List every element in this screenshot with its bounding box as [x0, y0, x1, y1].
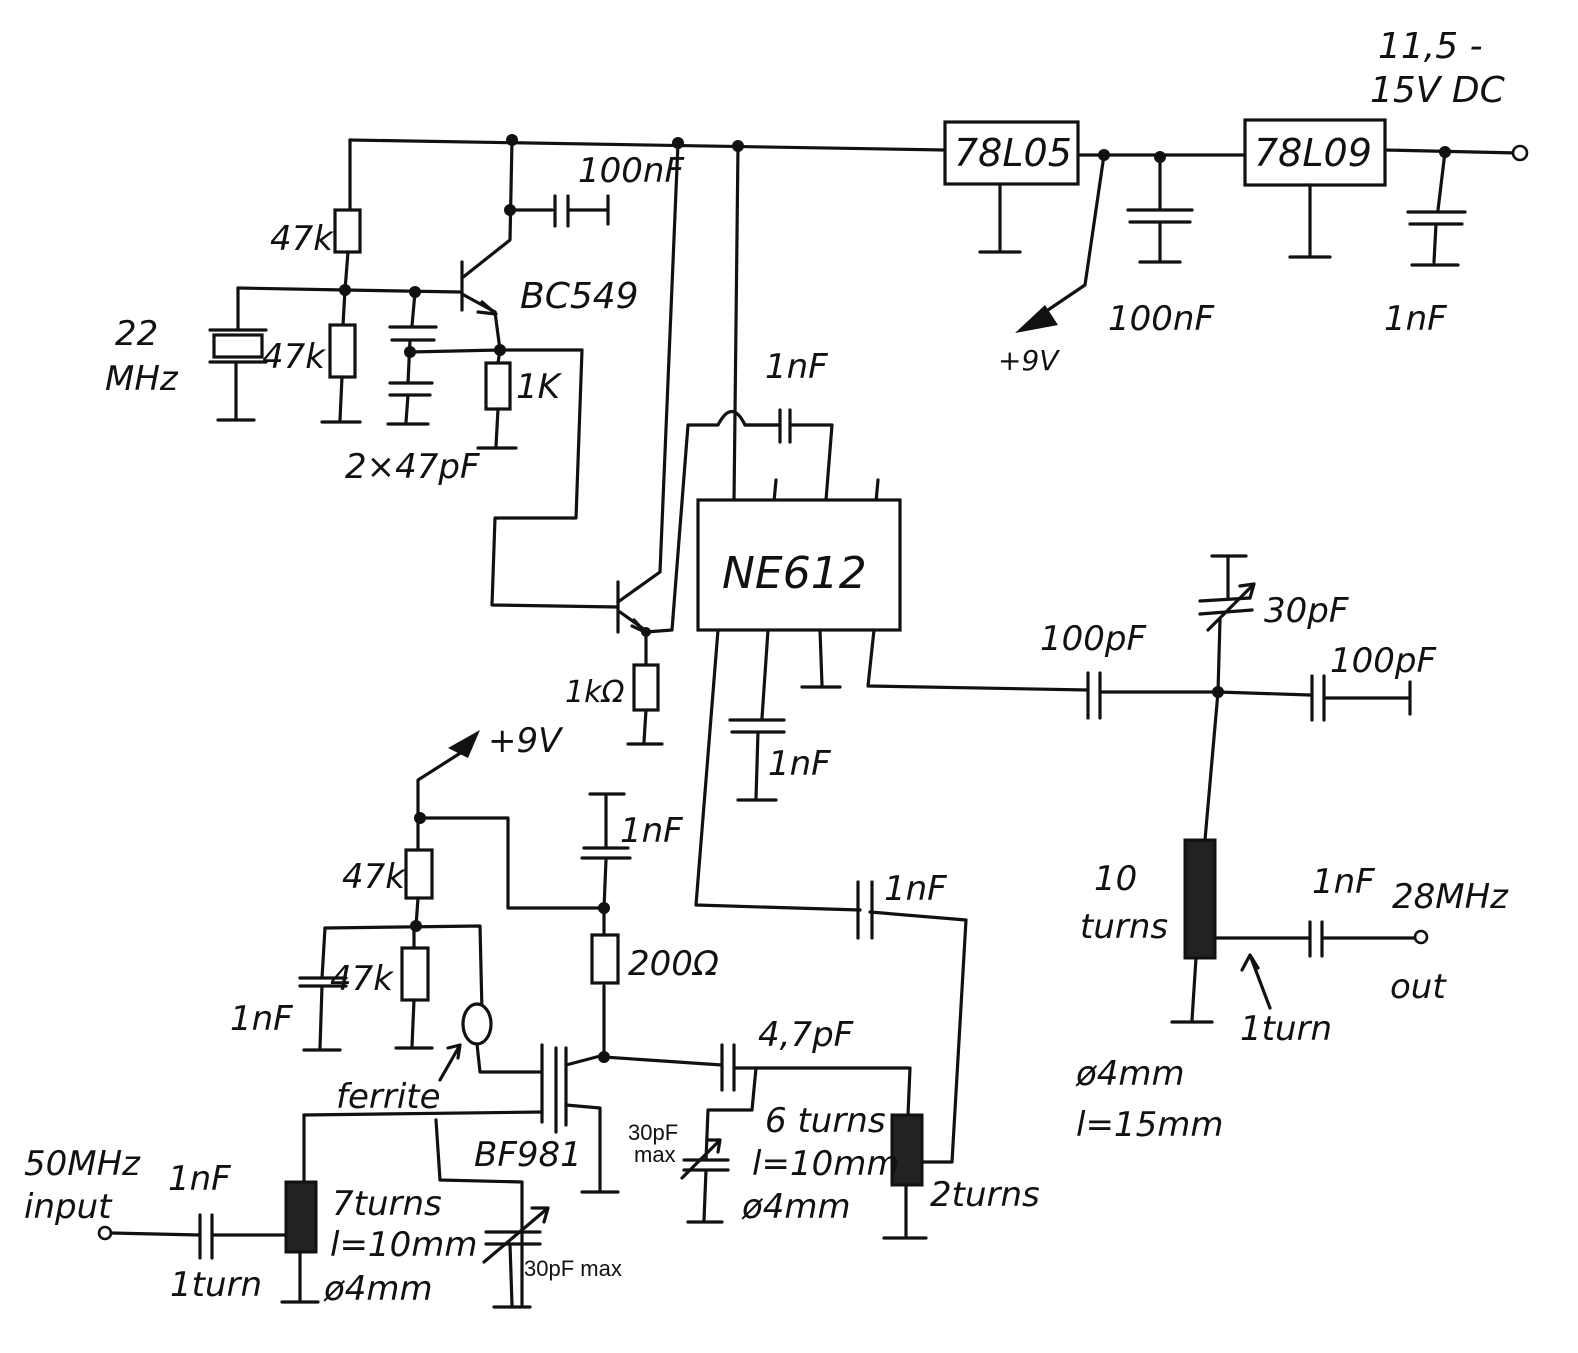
coil-out-dia-label: ø4mm [1075, 1054, 1185, 1094]
plus9v-rf-label: +9V [488, 721, 564, 761]
trim-mid-label-2: max [634, 1142, 676, 1167]
input-label-2: input [24, 1187, 113, 1227]
supply-label-1: 11,5 - [1378, 26, 1483, 67]
cap-reg-mid-label: 100nF [1108, 299, 1214, 339]
cap-reg-out-label: 1nF [1384, 299, 1447, 339]
cap-out-left-label: 100pF [1040, 619, 1146, 659]
capacitor-100nf-reg [1015, 149, 1194, 333]
coil-mid-len-label: l=10mm [752, 1144, 899, 1184]
coil-mid-dia-label: ø4mm [741, 1187, 851, 1227]
cap-out-right-label: 100pF [1330, 641, 1436, 681]
res-gate-top-label: 47k [342, 857, 406, 897]
crystal-label-1: 22 [115, 314, 158, 354]
cap-gate-label: 1nF [230, 999, 293, 1039]
ic-ne612: NE612 [694, 498, 1090, 912]
transistor-osc-label: BC549 [520, 276, 639, 317]
ic-ne612-label: NE612 [722, 548, 867, 599]
freq-out-label: 28MHz [1392, 877, 1509, 917]
crystal-label-2: MHz [105, 359, 179, 399]
output-terminal [1413, 929, 1429, 945]
cap-osc-pair-label: 2×47pF [345, 447, 480, 487]
buffer-transistor [616, 141, 782, 746]
regulator-78l05: 78L05 [943, 120, 1080, 254]
coil-in-len-label: l=10mm [330, 1225, 477, 1265]
cap-in-label: 1nF [168, 1159, 231, 1199]
input-label-1: 50MHz [24, 1144, 141, 1184]
res-emitter-label: 1K [516, 367, 563, 407]
res-buffer-label: 1kΩ [565, 675, 624, 710]
regulator-78l05-label: 78L05 [954, 131, 1072, 175]
link-out-label: 1turn [1240, 1009, 1332, 1049]
fet-label: BF981 [474, 1135, 582, 1175]
plus9v-rf-arrow-icon [448, 730, 480, 758]
labels: 11,5 - 15V DC 100nF 1nF +9V 100nF 47k 47… [24, 26, 1509, 1309]
coil-out-turns-label-2: turns [1080, 907, 1168, 947]
ferrite-label: ferrite [336, 1077, 441, 1117]
coil-out-len-label: l=15mm [1076, 1105, 1223, 1145]
cap-link-out-label: 1nF [1312, 862, 1375, 902]
input-terminal [97, 1225, 113, 1241]
trim-out-label: 30pF [1264, 591, 1349, 631]
cap-ne-top-label: 1nF [765, 347, 828, 387]
regulator-78l09-label: 78L09 [1254, 131, 1372, 175]
cap-drain-label: 1nF [620, 811, 683, 851]
ferrite-bead [461, 1002, 493, 1046]
coil-out-turns-label-1: 10 [1094, 859, 1137, 899]
res-drain-label: 200Ω [628, 944, 719, 984]
output-coil [1183, 838, 1217, 960]
oscillator-section [208, 138, 620, 609]
cap-couple-label: 4,7pF [758, 1015, 854, 1055]
rf-preamp [97, 730, 968, 1309]
res-osc-bot-label: 47k [262, 337, 326, 377]
trim-in-label: 30pF max [524, 1256, 622, 1281]
capacitor-1nf-reg [1406, 146, 1467, 267]
trim-mid-label-1: 30pF [628, 1120, 678, 1145]
coil-in-dia-label: ø4mm [323, 1269, 433, 1309]
regulator-78l09: 78L09 [1243, 118, 1387, 259]
out-label: out [1390, 967, 1447, 1007]
cap-osc-col-label: 100nF [578, 151, 684, 191]
input-coil [284, 1180, 318, 1254]
plus9v-label: +9V [998, 344, 1060, 377]
supply-label-2: 15V DC [1370, 70, 1506, 111]
coil-mid-turns-label: 6 turns [765, 1101, 886, 1141]
supply-terminal [1511, 144, 1529, 162]
res-gate-bot-label: 47k [330, 959, 394, 999]
link-in-label: 1turn [170, 1265, 262, 1305]
capacitor-1nf-ne-top [732, 144, 880, 504]
link-mix-label: 2turns [930, 1175, 1040, 1215]
output-tank [1086, 554, 1429, 1024]
plus9v-arrow-icon [1015, 305, 1058, 333]
cap-ne-bot-label: 1nF [768, 744, 831, 784]
res-osc-top-label: 47k [270, 219, 334, 259]
mid-coil [890, 1113, 924, 1187]
coil-in-turns-label: 7turns [332, 1184, 442, 1224]
cap-link-mix-label: 1nF [884, 869, 947, 909]
